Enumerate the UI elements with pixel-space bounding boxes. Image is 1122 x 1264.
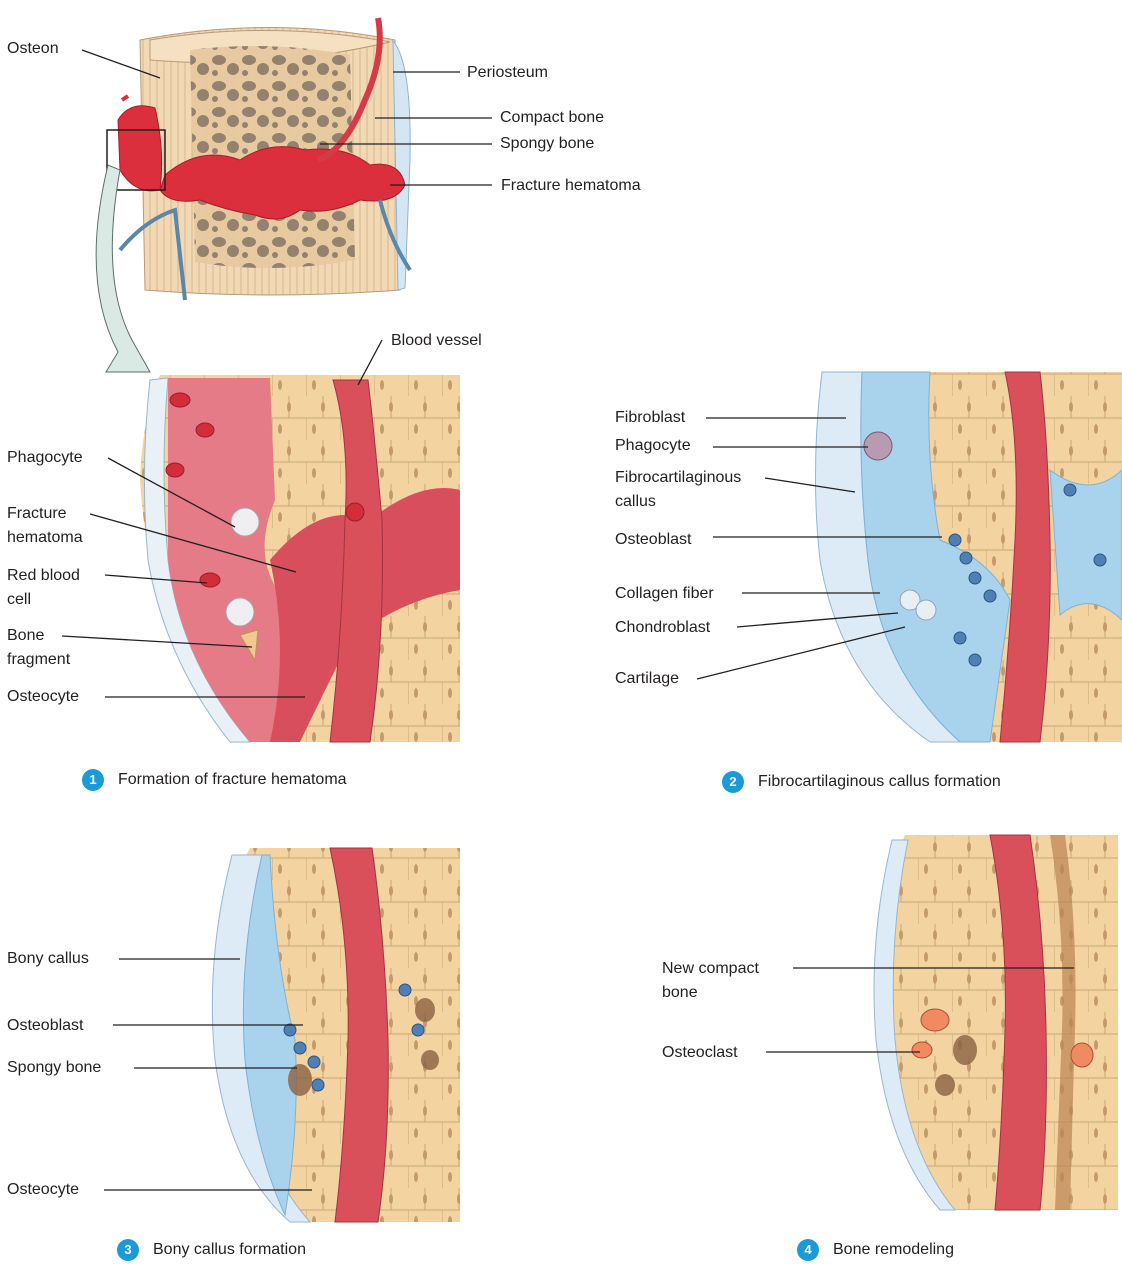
label-line: Fibrocartilaginous — [615, 466, 741, 490]
step-number-badge: 2 — [722, 771, 744, 793]
label-line: callus — [615, 490, 741, 514]
caption-text: Bony callus formation — [153, 1238, 306, 1262]
label-osteon: Osteon — [7, 37, 59, 61]
caption-panel-4: 4 Bone remodeling — [797, 1238, 954, 1262]
label-chondroblast: Chondroblast — [615, 616, 710, 640]
label-fibroblast: Fibroblast — [615, 406, 685, 430]
label-cartilage: Cartilage — [615, 667, 679, 691]
label-line: hematoma — [7, 526, 83, 550]
label-phagocyte-1: Phagocyte — [7, 446, 83, 470]
panel-2-art — [815, 372, 1122, 742]
label-phagocyte-2: Phagocyte — [615, 434, 691, 458]
label-line: New compact — [662, 957, 759, 981]
step-number-badge: 1 — [82, 769, 104, 791]
label-blood-vessel: Blood vessel — [391, 329, 482, 353]
step-number-badge: 3 — [117, 1239, 139, 1261]
label-bone-fragment: Bone fragment — [7, 624, 70, 672]
label-line: Bone — [7, 624, 70, 648]
label-new-compact-bone: New compact bone — [662, 957, 759, 1005]
label-fibrocartilaginous-callus: Fibrocartilaginous callus — [615, 466, 741, 514]
label-osteocyte-1: Osteocyte — [7, 685, 79, 709]
label-bony-callus: Bony callus — [7, 947, 89, 971]
label-collagen-fiber: Collagen fiber — [615, 582, 714, 606]
label-periosteum: Periosteum — [467, 61, 548, 85]
caption-panel-1: 1 Formation of fracture hematoma — [82, 768, 347, 792]
caption-text: Formation of fracture hematoma — [118, 768, 347, 792]
caption-panel-2: 2 Fibrocartilaginous callus formation — [722, 770, 1001, 794]
label-osteoclast: Osteoclast — [662, 1041, 738, 1065]
label-line: Fracture — [7, 502, 83, 526]
caption-panel-3: 3 Bony callus formation — [117, 1238, 306, 1262]
label-spongy-bone-3: Spongy bone — [7, 1056, 101, 1080]
caption-text: Fibrocartilaginous callus formation — [758, 770, 1001, 794]
label-spongy-bone: Spongy bone — [500, 132, 594, 156]
label-line: Red blood — [7, 564, 80, 588]
label-compact-bone: Compact bone — [500, 106, 604, 130]
label-fracture-hematoma-1: Fracture hematoma — [7, 502, 83, 550]
label-line: fragment — [7, 648, 70, 672]
label-red-blood-cell: Red blood cell — [7, 564, 80, 612]
label-line: cell — [7, 588, 80, 612]
label-osteoblast-2: Osteoblast — [615, 528, 691, 552]
label-osteocyte-3: Osteocyte — [7, 1178, 79, 1202]
caption-text: Bone remodeling — [833, 1238, 954, 1262]
label-line: bone — [662, 981, 759, 1005]
panel-3-art — [212, 848, 460, 1222]
label-fracture-hematoma: Fracture hematoma — [501, 174, 641, 198]
bone-cross-section — [96, 18, 410, 372]
label-osteoblast-3: Osteoblast — [7, 1014, 83, 1038]
panel-1-art — [140, 375, 460, 742]
step-number-badge: 4 — [797, 1239, 819, 1261]
panel-4-art — [874, 835, 1118, 1210]
